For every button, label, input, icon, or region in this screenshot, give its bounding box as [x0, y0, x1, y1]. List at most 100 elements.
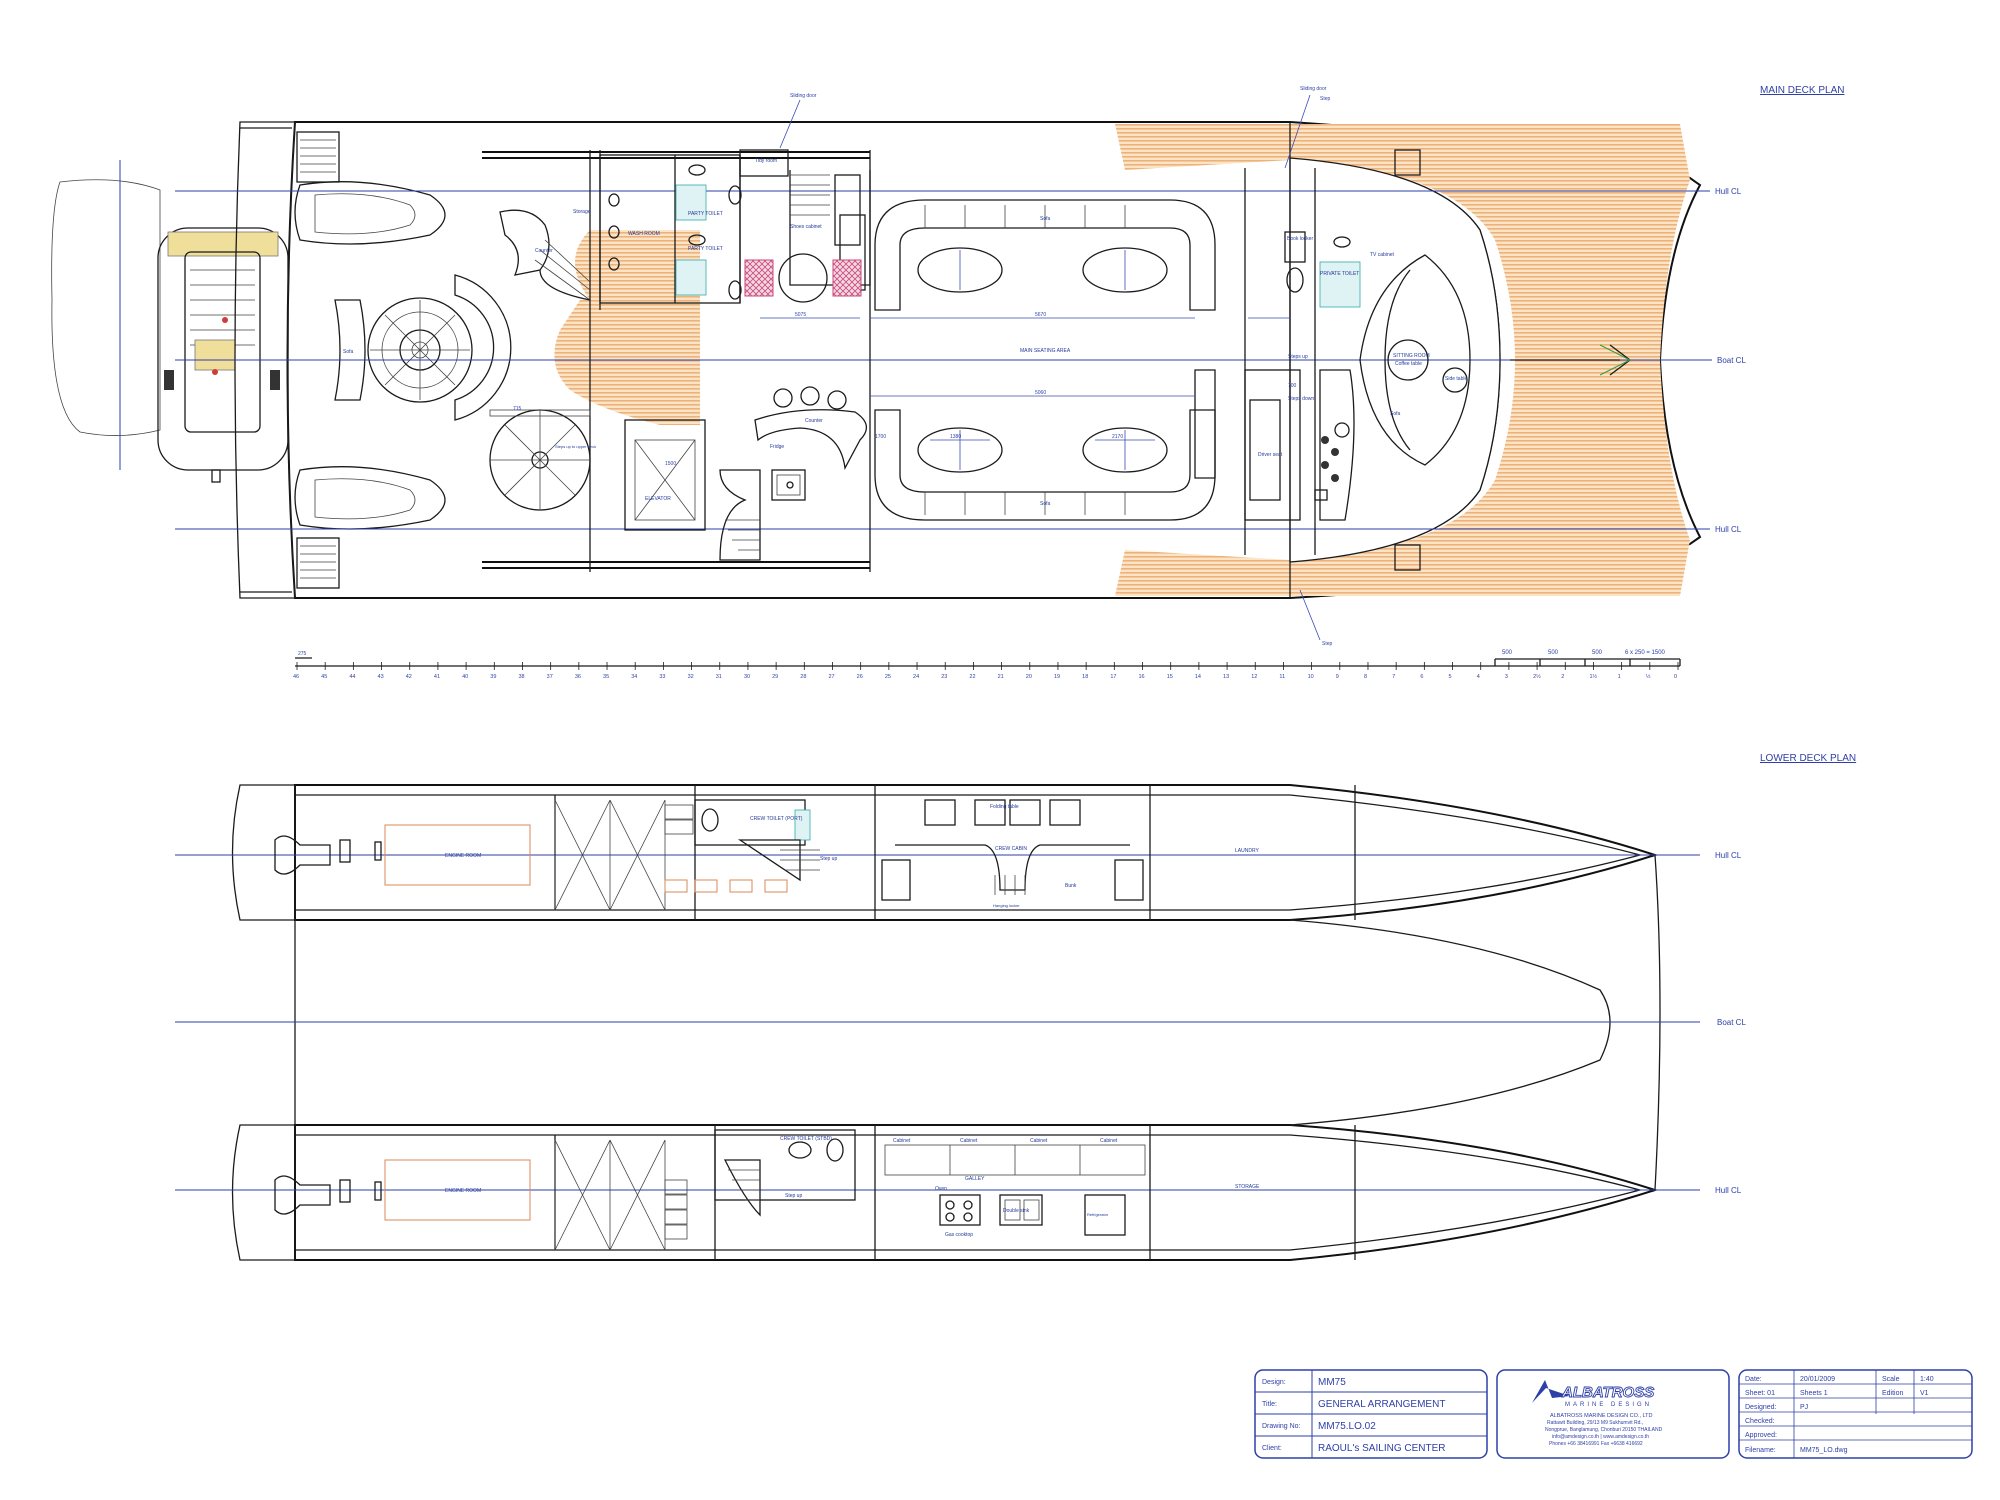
company-line2: Nongprue, Banglamung, Chonburi 20150 THA…: [1545, 1427, 1663, 1433]
main-seating-area-label: MAIN SEATING AREA: [1020, 348, 1071, 354]
gas-cooktop-label: Gas cooktop: [945, 1232, 973, 1238]
checked-label: Checked:: [1745, 1418, 1775, 1425]
jet-ski-stbd: [294, 466, 446, 530]
salon-sofa-port: [874, 199, 1216, 311]
frame-number: 15: [1167, 674, 1173, 680]
sliding-door-label-fwd: Sliding door: [1300, 86, 1327, 92]
sliding-door-label-aft: Sliding door: [790, 93, 817, 99]
frame-number: 28: [800, 674, 806, 680]
frame-number: 42: [406, 674, 412, 680]
forward-stairs: [719, 469, 761, 561]
frame-number: 2: [1561, 674, 1564, 680]
frame-number: 16: [1139, 674, 1145, 680]
party-toilet-label-1: PARTY TOILET: [688, 211, 723, 217]
company-line1: Rattawit Building, 29/13 M9 Sukhumvit Rd…: [1547, 1420, 1643, 1426]
aft-teak-deck: [554, 300, 700, 425]
frame-number: 3: [1505, 674, 1508, 680]
dim-1500: 1500: [665, 461, 676, 467]
dim-715: 715: [513, 406, 522, 412]
scale-500-c: 500: [1592, 650, 1603, 656]
shoes-cabinet-label: Shoes cabinet: [790, 224, 822, 230]
stbd-hull-interior: [274, 1125, 1356, 1260]
frame-number: 18: [1082, 674, 1088, 680]
albatross-logo-icon: [1532, 1380, 1570, 1403]
frame-number: 39: [490, 674, 496, 680]
title-value: GENERAL ARRANGEMENT: [1318, 1399, 1445, 1410]
frame-number: 33: [659, 674, 665, 680]
frame-number: 17: [1110, 674, 1116, 680]
port-hull-interior: [274, 785, 1356, 920]
frame-number: 6: [1420, 674, 1423, 680]
company-logo-sub: MARINE DESIGN: [1565, 1402, 1652, 1408]
private-toilet: [1284, 231, 1361, 308]
frame-number: 5: [1449, 674, 1452, 680]
frame-number: 1½: [1589, 673, 1597, 680]
main-deck-dimensions: [760, 250, 1290, 470]
frame-number: 13: [1223, 674, 1229, 680]
frame-number: 40: [462, 674, 468, 680]
frame-number: 9: [1336, 674, 1339, 680]
counter-label-bar: Counter: [805, 418, 823, 424]
bow-teak-deck: [1115, 124, 1690, 596]
company-logo-word: ALBATROSS: [1561, 1384, 1654, 1401]
frame-number: 21: [998, 674, 1004, 680]
date-label: Date:: [1745, 1376, 1762, 1383]
dim-1380: 1380: [950, 434, 961, 440]
wash-room-label: WASH ROOM: [628, 231, 660, 237]
dim-1700: 1700: [875, 434, 886, 440]
company-line3: info@amdesign.co.th | www.amdesign.co.th: [1552, 1434, 1649, 1440]
client-label: Client:: [1262, 1445, 1282, 1452]
engine-room-label-stbd: ENGINE ROOM: [445, 1188, 481, 1194]
frame-number: 29: [772, 674, 778, 680]
edition-label: Edition: [1882, 1390, 1904, 1397]
double-sink-label: Double sink: [1003, 1208, 1030, 1214]
designed-value: PJ: [1800, 1404, 1808, 1411]
frame-number: 24: [913, 674, 919, 680]
refrigerator-label: Refrigerator: [1087, 1212, 1109, 1217]
lower-deck-centerlines: [175, 854, 1700, 1191]
crew-toilet-port-label: CREW TOILET (PORT): [750, 816, 803, 822]
crew-cabin-label: CREW CABIN: [995, 846, 1027, 852]
frame-number: 27: [828, 674, 834, 680]
book-locker-label: Book locker: [1287, 236, 1313, 242]
info-block: [1738, 1369, 1973, 1459]
storage-label-lower: STORAGE: [1235, 1184, 1260, 1190]
scale-value: 1:40: [1920, 1376, 1934, 1383]
salon-sofa-aft-end: [1194, 369, 1216, 479]
bar-counter: [754, 386, 867, 471]
frame-number: 37: [547, 674, 553, 680]
edition-value: V1: [1920, 1390, 1929, 1397]
tidy-room-label: Tidy room: [755, 158, 777, 164]
engine-room-label-port: ENGINE ROOM: [445, 853, 481, 859]
wash-room-area: [599, 149, 871, 304]
jet-ski-port: [294, 181, 446, 245]
frame-number: 34: [631, 674, 637, 680]
frame-number: 30: [744, 674, 750, 680]
lower-boat-cl: Boat CL: [1717, 1018, 1746, 1027]
filename-value: MM75_LO.dwg: [1800, 1447, 1848, 1454]
galley-label: GALLEY: [965, 1176, 985, 1182]
lower-hull-cl-stbd: Hull CL: [1715, 1186, 1742, 1195]
client-value: RAOUL's SAILING CENTER: [1318, 1443, 1446, 1454]
crew-toilet-stbd-label: CREW TOILET (STBD): [780, 1136, 832, 1142]
bow-hatches: [1394, 149, 1632, 571]
tv-cabinet-label: TV cabinet: [1370, 252, 1395, 258]
main-deck-centerlines: [175, 190, 1712, 530]
frame-number: 46: [293, 674, 299, 680]
dim-2170: 2170: [1112, 434, 1123, 440]
frame-number: 23: [941, 674, 947, 680]
main-hull-cl-port: Hull CL: [1715, 187, 1742, 196]
company-line4: Phones +66 38416991 Fax +6638 416692: [1549, 1441, 1643, 1447]
frame-number: 41: [434, 674, 440, 680]
company-block: [1496, 1369, 1730, 1459]
drawing-no-value: MM75.LO.02: [1318, 1421, 1376, 1432]
frame-number: ½: [1646, 673, 1651, 680]
coffee-table-label: Coffee table: [1395, 361, 1422, 367]
cabinet-label-1: Cabinet: [893, 1138, 911, 1144]
frame-number: 45: [321, 674, 327, 680]
cabinet-label-2: Cabinet: [960, 1138, 978, 1144]
company-name: ALBATROSS MARINE DESIGN CO., LTD: [1550, 1413, 1653, 1419]
main-hull-cl-stbd: Hull CL: [1715, 525, 1742, 534]
frame-number: 14: [1195, 674, 1201, 680]
